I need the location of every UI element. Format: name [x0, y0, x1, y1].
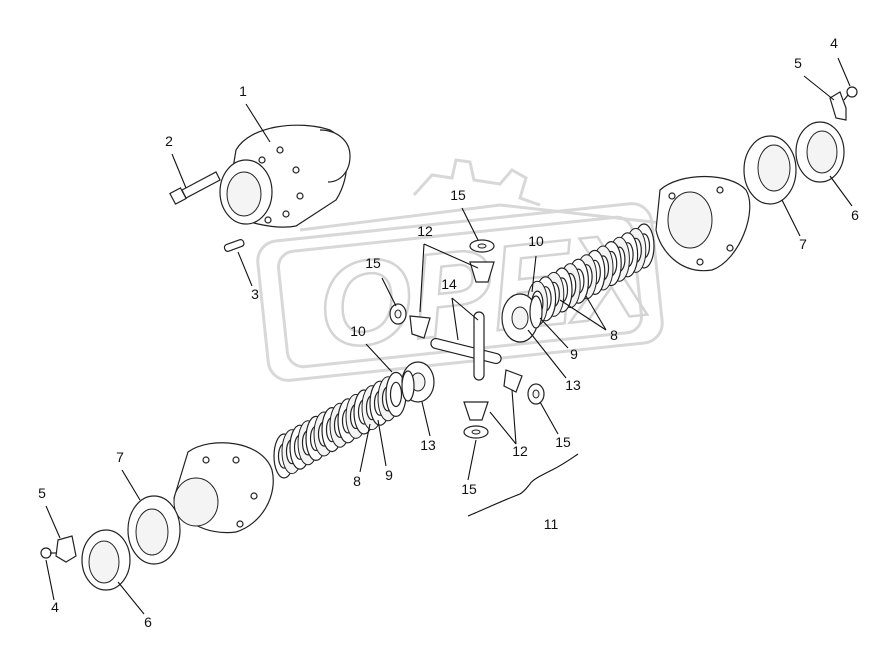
right-side-gear-13	[501, 293, 543, 343]
callout-c10a: 10	[528, 233, 544, 249]
left-side-gear-13	[401, 361, 435, 403]
right-lock-plate-5	[829, 91, 847, 121]
callout-c8b: 8	[353, 473, 361, 489]
callout-c1: 1	[239, 83, 247, 99]
left-screw-4	[40, 547, 56, 559]
right-housing-half	[655, 176, 751, 272]
callout-c4b: 4	[51, 599, 59, 615]
left-disc-pack	[273, 371, 407, 479]
housing-bolt-holes	[258, 146, 304, 224]
callout-c7b: 7	[116, 449, 124, 465]
leader-lines	[45, 57, 853, 615]
callout-c10b: 10	[350, 323, 366, 339]
left-bearing-7	[127, 495, 181, 565]
left-lock-plate-5	[55, 535, 77, 563]
callout-c2: 2	[165, 133, 173, 149]
callout-c7a: 7	[799, 236, 807, 252]
left-adjusting-nut-6	[81, 529, 131, 591]
right-screw-4	[843, 86, 858, 101]
callout-c13b: 13	[420, 437, 436, 453]
part-1-differential-housing	[219, 124, 351, 228]
callout-c15c: 15	[555, 434, 571, 450]
callout-c15b: 15	[365, 255, 381, 271]
callout-c3: 3	[251, 286, 259, 302]
callout-c6b: 6	[144, 614, 152, 630]
callout-c15d: 15	[461, 481, 477, 497]
right-bearing-7	[743, 135, 797, 205]
callout-c5a: 5	[794, 55, 802, 71]
part-2-bolt	[169, 171, 221, 205]
callout-c8a: 8	[610, 327, 618, 343]
right-adjusting-nut-6	[795, 121, 845, 183]
watermark-frame-outer	[256, 202, 664, 382]
thrust-washers-15	[389, 239, 545, 439]
group-11-brace	[467, 453, 579, 517]
callout-c14: 14	[441, 276, 457, 292]
callout-c12b: 12	[512, 443, 528, 459]
leftPack-disc-bore	[389, 381, 403, 408]
spider-cross-14	[430, 311, 502, 381]
callout-c13a: 13	[565, 377, 581, 393]
callout-c6a: 6	[851, 207, 859, 223]
callout-c11: 11	[544, 516, 559, 532]
callout-c5b: 5	[38, 485, 46, 501]
pinion-gears-12	[409, 261, 523, 421]
callout-c12a: 12	[417, 223, 433, 239]
callout-c9a: 9	[570, 346, 578, 362]
part-3-pin	[223, 239, 245, 252]
callout-c15a: 15	[450, 187, 466, 203]
callout-c4a: 4	[830, 35, 838, 51]
left-housing-half	[173, 442, 274, 534]
callout-c9b: 9	[385, 467, 393, 483]
